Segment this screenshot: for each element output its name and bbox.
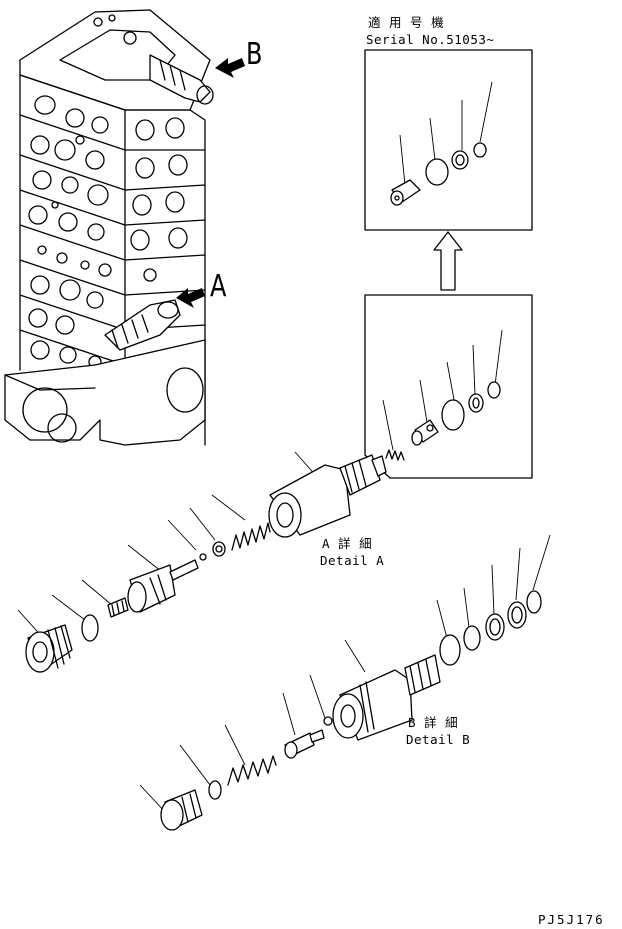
detail-b-exploded xyxy=(139,534,551,831)
detail-a-label-jp: A 詳 細 xyxy=(322,536,373,551)
detail-a-label-en: Detail A xyxy=(320,553,385,568)
detail-b-label-en: Detail B xyxy=(406,732,471,747)
callout-label-a: A xyxy=(210,269,227,304)
serial-inset-box xyxy=(364,49,533,231)
callout-arrow-b xyxy=(215,58,245,78)
control-valve-body xyxy=(4,9,214,446)
callout-arrow-a xyxy=(176,288,205,308)
serial-number-label: Serial No.51053~ xyxy=(366,32,495,47)
up-arrow-icon xyxy=(433,231,463,291)
detail-a-inset-box xyxy=(364,294,533,479)
detail-b-label-jp: B 詳 細 xyxy=(408,715,459,730)
callout-label-b: B xyxy=(246,37,263,72)
detail-a-exploded xyxy=(17,451,387,673)
drawing-code: PJ5J176 xyxy=(538,912,605,927)
serial-label-jp: 適 用 号 機 xyxy=(368,15,445,30)
